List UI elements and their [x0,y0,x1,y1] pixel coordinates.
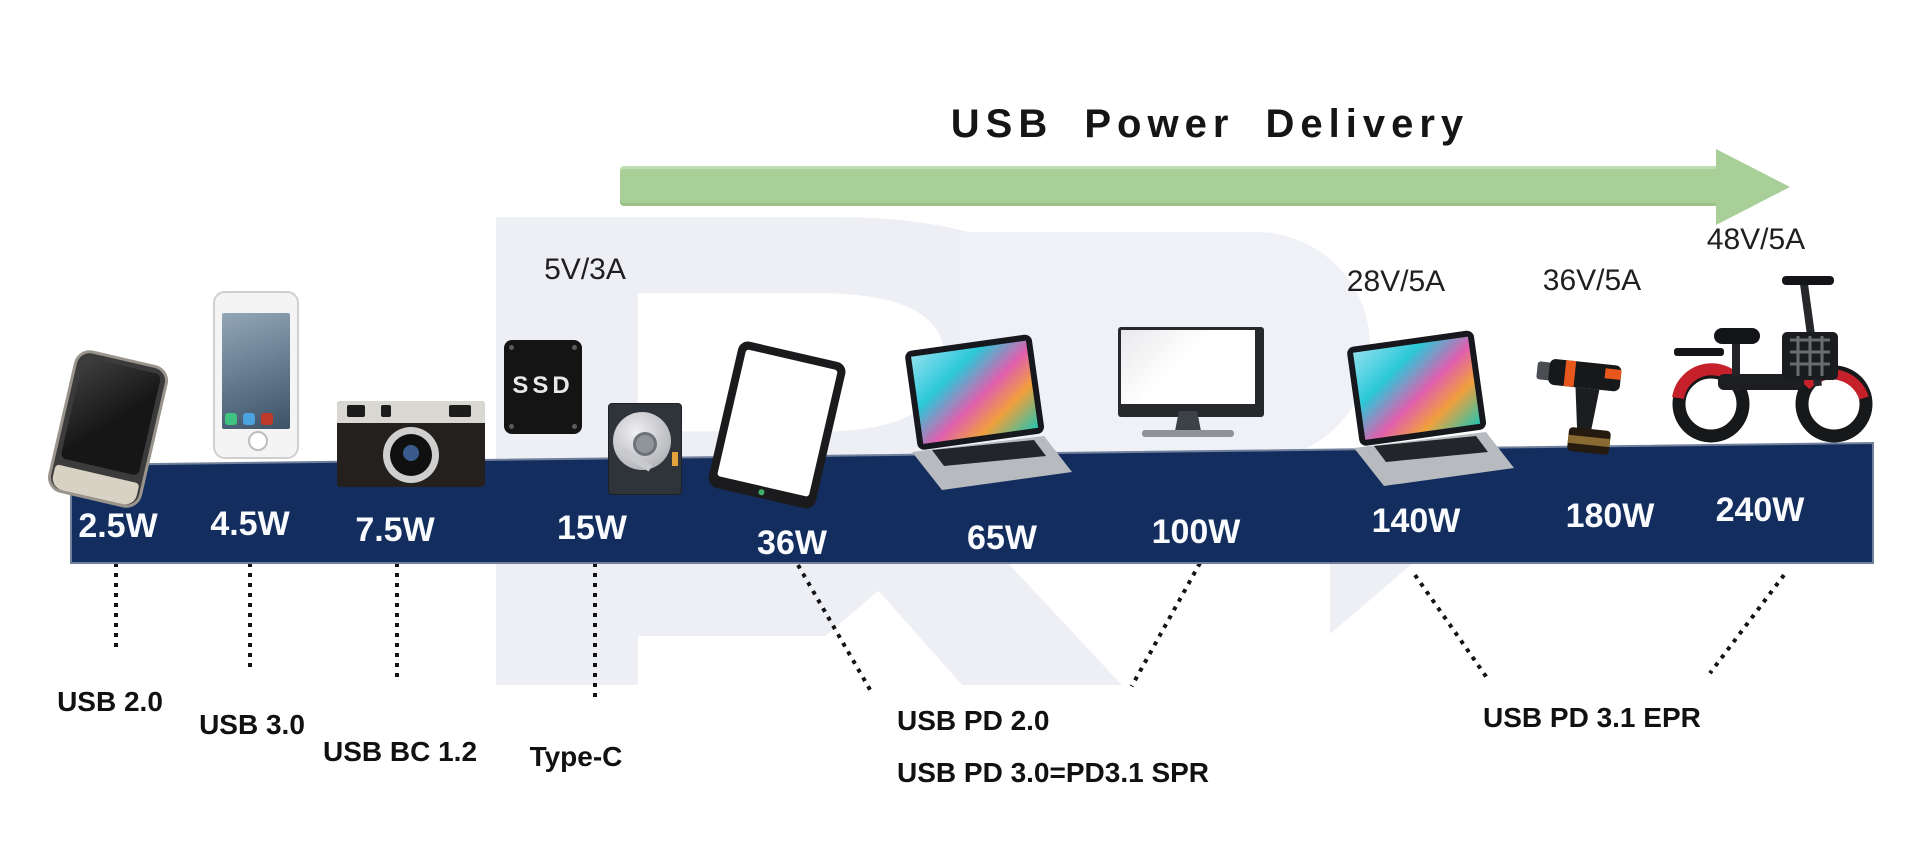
power-label-7-5w: 7.5W [355,511,435,549]
connector-line-bc12 [395,563,399,682]
hdd-image [608,403,682,495]
tablet-button [757,488,766,496]
standard-label-usb30: USB 3.0 [199,709,305,740]
standard-label-pd20: USB PD 2.0 [897,705,1050,736]
voltage-label-28v5a: 28V/5A [1346,265,1446,298]
hdd-pins [672,452,678,466]
background-watermark-shape [1330,564,1412,634]
camera-image [337,401,485,487]
smartphone-home-button [248,431,268,451]
page-title: USB Power Delivery [950,102,1470,146]
power-label-4-5w: 4.5W [210,505,290,543]
connector-line-typec [593,563,597,700]
smartphone-dock-icons [225,413,287,425]
power-delivery-arrow-head-icon [1716,149,1790,225]
smartphone-image [213,291,299,459]
standard-label-usb20: USB 2.0 [57,686,163,717]
power-drill-image [1536,359,1622,455]
voltage-label-48v5a: 48V/5A [1706,223,1806,256]
smartphone-screen [222,313,290,429]
standard-label-typec: Type-C [529,741,623,772]
camera-top-plate [337,401,485,423]
ssd-image: SSD [504,340,582,434]
monitor-base [1142,430,1234,437]
camera-lens-glint [403,445,419,461]
standard-label-pd31-epr: USB PD 3.1 EPR [1483,702,1701,733]
power-label-2-5w: 2.5W [78,507,158,545]
laptop-140w-image [1347,330,1514,486]
power-label-15w: 15W [557,509,627,547]
voltage-label-36v5a: 36V/5A [1542,264,1642,297]
connector-line-usb20 [114,563,118,647]
power-delivery-arrow [620,166,1718,206]
ssd-label: SSD [512,372,574,399]
connector-line-240w [1708,573,1786,675]
power-label-65w: 65W [967,519,1037,557]
standard-label-bc12: USB BC 1.2 [322,736,478,767]
monitor-stand [1175,411,1201,431]
monitor-image [1118,327,1266,437]
hdd-spindle [633,432,657,456]
power-label-36w: 36W [757,524,827,562]
e-bike-image [1672,276,1873,443]
power-label-100w: 100W [1151,513,1241,551]
connector-line-usb30 [248,563,252,672]
laptop-65w-image [905,334,1072,490]
power-label-240w: 240W [1715,491,1805,529]
monitor-screen [1121,330,1255,404]
voltage-label-5v3a: 5V/3A [544,253,626,286]
power-label-180w: 180W [1565,497,1655,535]
connector-line-140w [1413,573,1491,682]
tablet-screen [717,349,838,497]
power-label-140w: 140W [1371,502,1461,540]
standard-label-pd30-spr: USB PD 3.0=PD3.1 SPR [897,757,1210,788]
